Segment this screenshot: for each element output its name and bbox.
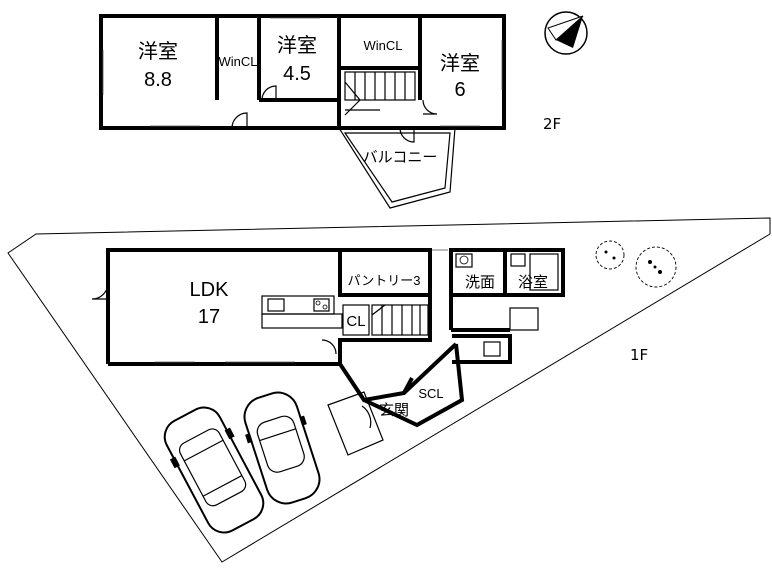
room-name-closet-b: WinCL [363,38,402,53]
floor-label-2f: 2F [543,115,561,133]
room-name-entrance: 玄関 [379,402,409,419]
room-name-western-b: 洋室 [277,34,317,57]
kitchen-counter [261,295,343,329]
room-name-closet: CL [346,313,365,330]
room-name-shoe-closet: SCL [418,386,443,401]
tree-icon [635,246,677,288]
room-size-western-b: 4.5 [283,63,311,85]
room-name-washroom: 洗面 [465,274,495,291]
tree-icon [595,240,625,270]
staircase-lower [371,304,429,336]
room-name-bathroom: 浴室 [518,274,548,291]
north-arrow-icon [544,11,588,55]
second-floor-plan [99,14,506,209]
room-name-western-c: 洋室 [440,52,480,75]
lot-boundary [7,217,771,563]
room-size-ldk: 17 [198,306,220,328]
room-name-balcony: バルコニー [363,149,438,166]
room-name-ldk: LDK [190,279,230,301]
room-name-pantry: パントリー3 [348,273,421,288]
floor-label-1f: 1F [630,346,648,364]
room-name-closet-a: WinCL [218,54,257,69]
room-name-western-a: 洋室 [138,40,178,63]
car-icon [163,406,265,534]
car-icon [243,391,321,505]
room-size-western-c: 6 [454,79,465,101]
room-size-western-a: 8.8 [144,69,172,91]
staircase-upper [344,71,416,116]
first-floor-plan [91,248,565,456]
